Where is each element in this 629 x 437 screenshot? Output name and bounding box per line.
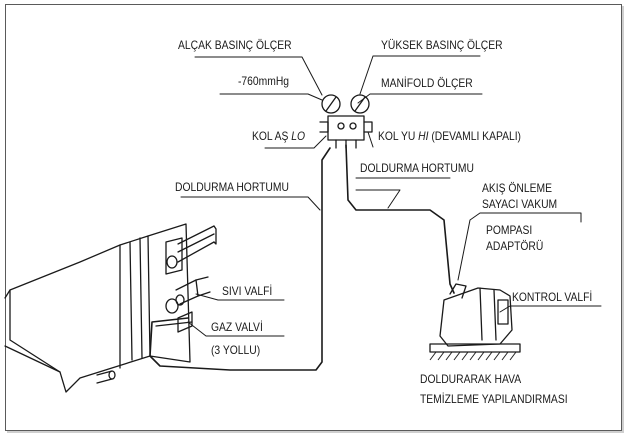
high-pressure-gauge-label: YÜKSEK BASINÇ ÖLÇER <box>381 38 503 52</box>
manifold-gauge-label: MANİFOLD ÖLÇER <box>381 76 473 90</box>
caption-line2: TEMİZLEME YAPILANDIRMASI <box>420 392 568 406</box>
low-side-code: LO <box>291 129 305 143</box>
caption-line1: DOLDURARAK HAVA <box>420 372 522 386</box>
vacuum-reading-label: -760mmHg <box>238 74 290 88</box>
control-valve-label: KONTROL VALFİ <box>512 290 593 304</box>
pump-adapter-label-line2: ADAPTÖRÜ <box>486 239 544 253</box>
high-side-handle-text: KOL YU <box>378 129 419 143</box>
high-side-note: (DEVAMLI KAPALI) <box>428 129 522 143</box>
charge-hose-pump <box>345 144 455 294</box>
outdoor-unit <box>4 223 217 393</box>
diagram-frame <box>5 4 622 431</box>
manifold-gauge-set <box>319 94 373 149</box>
leader-lines <box>180 55 602 337</box>
liquid-valve-label: SIVI VALFİ <box>222 284 273 298</box>
counter-flow-label-line2: SAYACI VAKUM <box>482 197 558 211</box>
low-pressure-gauge-label: ALÇAK BASINÇ ÖLÇER <box>178 38 292 52</box>
low-side-handle-text: KOL AŞ <box>252 129 292 143</box>
pump-base-hatch <box>429 351 517 361</box>
gas-valve-label: GAZ VALVİ <box>211 320 263 334</box>
low-side-handle-label: KOL AŞ LO <box>252 129 305 143</box>
charge-hose-label-left: DOLDURMA HORTUMU <box>175 180 289 194</box>
gas-valve-hose <box>149 147 331 371</box>
high-side-code: HI <box>418 129 429 143</box>
counter-flow-label-line1: AKIŞ ÖNLEME <box>482 181 552 195</box>
pump-adapter-label-line1: POMPASI <box>486 223 533 237</box>
high-side-handle-label: KOL YU HI (DEVAMLI KAPALI) <box>378 129 521 143</box>
gas-valve-note: (3 YOLLU) <box>211 343 261 357</box>
charge-hose-label-right: DOLDURMA HORTUMU <box>360 161 474 175</box>
vacuum-pump <box>429 283 521 353</box>
